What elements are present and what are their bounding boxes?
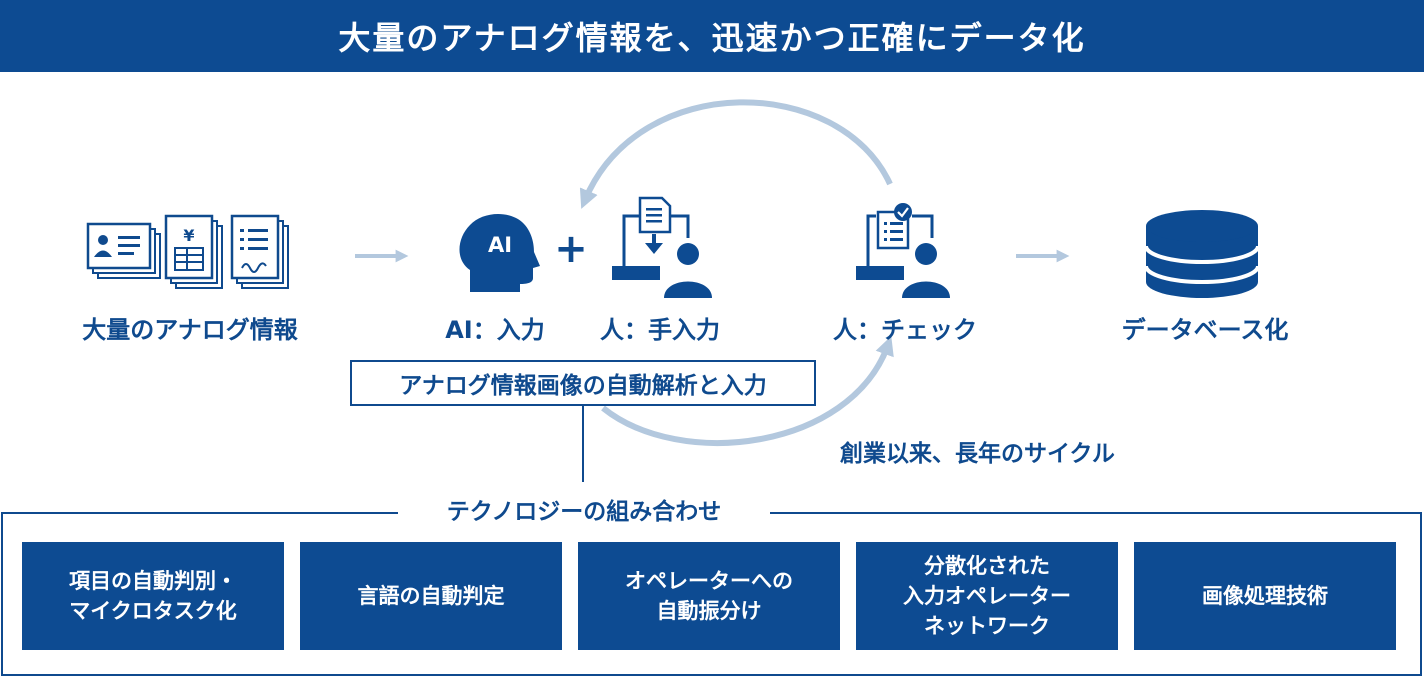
tech-box-image-processing: 画像処理技術 [1134, 542, 1396, 650]
database-label: データベース化 [1121, 316, 1289, 344]
tech-box-label: 言語の自動判定 [357, 584, 505, 608]
analysis-box: アナログ情報画像の自動解析と入力 [350, 360, 816, 406]
manual-input-icon [612, 196, 712, 298]
check-label: 人：チェック [833, 316, 977, 344]
title-banner: 大量のアナログ情報を、迅速かつ正確にデータ化 [0, 0, 1424, 72]
tech-box-label: 項目の自動判別・ マイクロタスク化 [69, 569, 237, 623]
document-stack-icon [230, 214, 289, 289]
ai-icon-text: AI [488, 233, 512, 257]
yen-symbol: ¥ [183, 226, 194, 245]
tech-box-label: 画像処理技術 [1202, 584, 1328, 608]
tech-box-item-classification: 項目の自動判別・ マイクロタスク化 [22, 542, 284, 650]
id-card-stack-icon [86, 222, 161, 279]
plus-symbol: + [554, 226, 588, 272]
manual-input-label: 人：手入力 [600, 316, 720, 344]
ai-head-icon: AI [459, 214, 540, 292]
analysis-text: アナログ情報画像の自動解析と入力 [399, 373, 767, 399]
technology-title: テクノロジーの組み合わせ [398, 492, 770, 526]
tech-box-operator-assignment: オペレーターへの 自動振分け [578, 542, 840, 650]
cycle-arrow-top [579, 99, 893, 209]
source-label: 大量のアナログ情報 [82, 316, 298, 344]
check-person-icon [856, 203, 950, 298]
ai-input-label: AI：入力 [445, 316, 545, 344]
page-title: 大量のアナログ情報を、迅速かつ正確にデータ化 [338, 19, 1086, 57]
invoice-stack-icon: ¥ [164, 214, 223, 289]
cycle-note: 創業以来、長年のサイクル [840, 441, 1115, 467]
tech-box-operator-network: 分散化された 入力オペレーター ネットワーク [856, 542, 1118, 650]
database-icon [1144, 210, 1260, 298]
connector-line [582, 406, 584, 482]
cycle-arrow-bottom [601, 335, 894, 446]
tech-box-label: オペレーターへの 自動振分け [625, 569, 793, 623]
tech-box-language-detection: 言語の自動判定 [300, 542, 562, 650]
tech-box-label: 分散化された 入力オペレーター ネットワーク [903, 554, 1071, 638]
